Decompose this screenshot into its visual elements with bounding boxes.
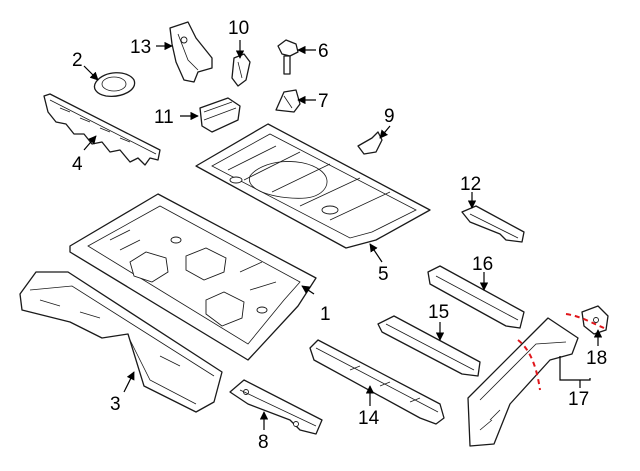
part-7-mount — [275, 89, 301, 113]
callout-6: 6 — [318, 41, 329, 62]
callout-2: 2 — [72, 50, 83, 71]
part-3-side-rail — [19, 271, 223, 413]
leader-lines — [83, 40, 603, 430]
part-4-rail — [43, 93, 161, 166]
callout-10: 10 — [228, 18, 249, 39]
part-10-bracket — [231, 53, 251, 87]
part-15-rail — [377, 315, 481, 377]
part-13-bracket — [169, 21, 213, 83]
callout-8: 8 — [258, 432, 269, 453]
callout-9: 9 — [384, 106, 395, 127]
part-9-clip — [357, 131, 383, 155]
callout-12: 12 — [460, 174, 481, 195]
callout-16: 16 — [472, 254, 493, 275]
callout-5: 5 — [378, 264, 389, 285]
part-17-side-member — [467, 317, 579, 447]
part-11-bracket — [199, 97, 241, 133]
part-14-rail — [309, 339, 445, 425]
callout-18: 18 — [586, 348, 607, 369]
callout-4: 4 — [72, 154, 83, 175]
part-16-rail — [427, 265, 525, 329]
cut-line-right — [565, 313, 605, 329]
callout-3: 3 — [110, 394, 121, 415]
callout-14: 14 — [358, 408, 380, 429]
cut-line-left — [517, 339, 541, 391]
callout-15: 15 — [428, 302, 449, 323]
part-2-plug — [93, 72, 136, 97]
part-8-bracket — [229, 379, 323, 435]
part-1-floor-panel — [69, 193, 317, 361]
callout-11: 11 — [154, 107, 174, 128]
callout-13: 13 — [130, 37, 151, 58]
part-5-floor-pan — [195, 123, 431, 249]
callout-7: 7 — [318, 91, 329, 112]
callout-1: 1 — [320, 304, 331, 325]
part-6-bolt — [277, 39, 299, 75]
part-12-crossmember — [461, 205, 525, 243]
callout-17: 17 — [568, 389, 589, 410]
